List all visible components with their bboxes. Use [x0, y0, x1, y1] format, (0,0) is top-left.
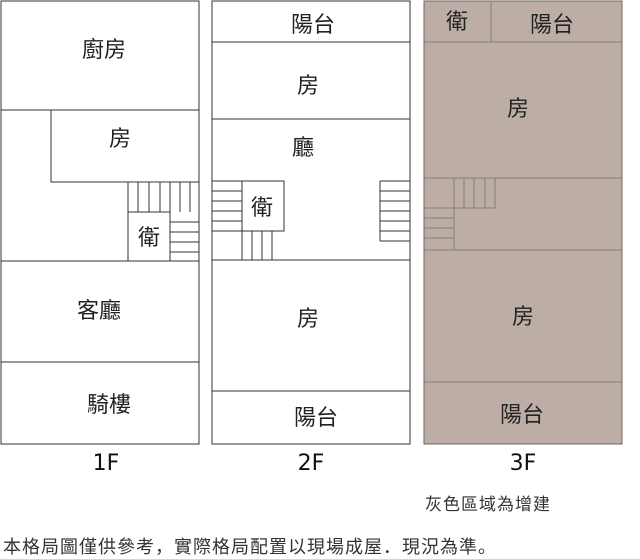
floor-1f-label: 1F [93, 451, 120, 476]
legend-note: 灰色區域為增建 [425, 495, 551, 515]
label-1f-kitchen: 廚房 [82, 38, 126, 63]
label-3f-bedroom-bottom: 房 [512, 305, 534, 330]
label-2f-balcony-bottom: 陽台 [294, 406, 338, 431]
floor-2f-labels: 陽台 房 廳 衛 房 陽台 2F [251, 13, 338, 476]
label-3f-balcony-bottom: 陽台 [500, 403, 544, 428]
label-3f-bedroom-top: 房 [507, 97, 529, 122]
disclaimer-note: 本格局圖僅供參考，實際格局配置以現場成屋．現況為準。 [3, 537, 497, 558]
floor-3f-labels: 衛 陽台 房 房 陽台 3F [446, 10, 574, 476]
floor-1f-outline [0, 0, 200, 445]
label-3f-balcony-top: 陽台 [530, 13, 574, 38]
label-2f-bathroom: 衛 [251, 196, 273, 221]
stairs-2f-right [379, 180, 410, 242]
label-2f-bedroom-bottom: 房 [297, 307, 319, 332]
label-2f-hall: 廳 [292, 136, 314, 161]
label-1f-arcade: 騎樓 [87, 393, 131, 418]
floor-1f-labels: 廚房 房 衛 客廳 騎樓 1F [77, 38, 160, 476]
room-2f-bathroom [241, 180, 285, 232]
floor-3f-outline [423, 0, 623, 445]
label-1f-bedroom: 房 [109, 127, 131, 152]
label-1f-living: 客廳 [77, 299, 121, 324]
room-1f-bathroom [127, 211, 171, 262]
label-1f-bathroom: 衛 [138, 226, 160, 251]
label-2f-bedroom-top: 房 [297, 74, 319, 99]
floor-2f [211, 0, 411, 445]
floor-3f [423, 0, 623, 445]
stairs-3f [424, 178, 496, 250]
floor-3f-label: 3F [510, 451, 537, 476]
label-3f-bathroom: 衛 [446, 10, 468, 35]
floor-1f [0, 0, 200, 445]
floor-2f-outline [211, 0, 411, 445]
label-2f-balcony-top: 陽台 [291, 13, 335, 38]
floor-2f-label: 2F [298, 451, 325, 476]
floor-plan-diagram: 廚房 房 衛 客廳 騎樓 1F [0, 0, 623, 476]
room-1f-bedroom [50, 109, 200, 183]
